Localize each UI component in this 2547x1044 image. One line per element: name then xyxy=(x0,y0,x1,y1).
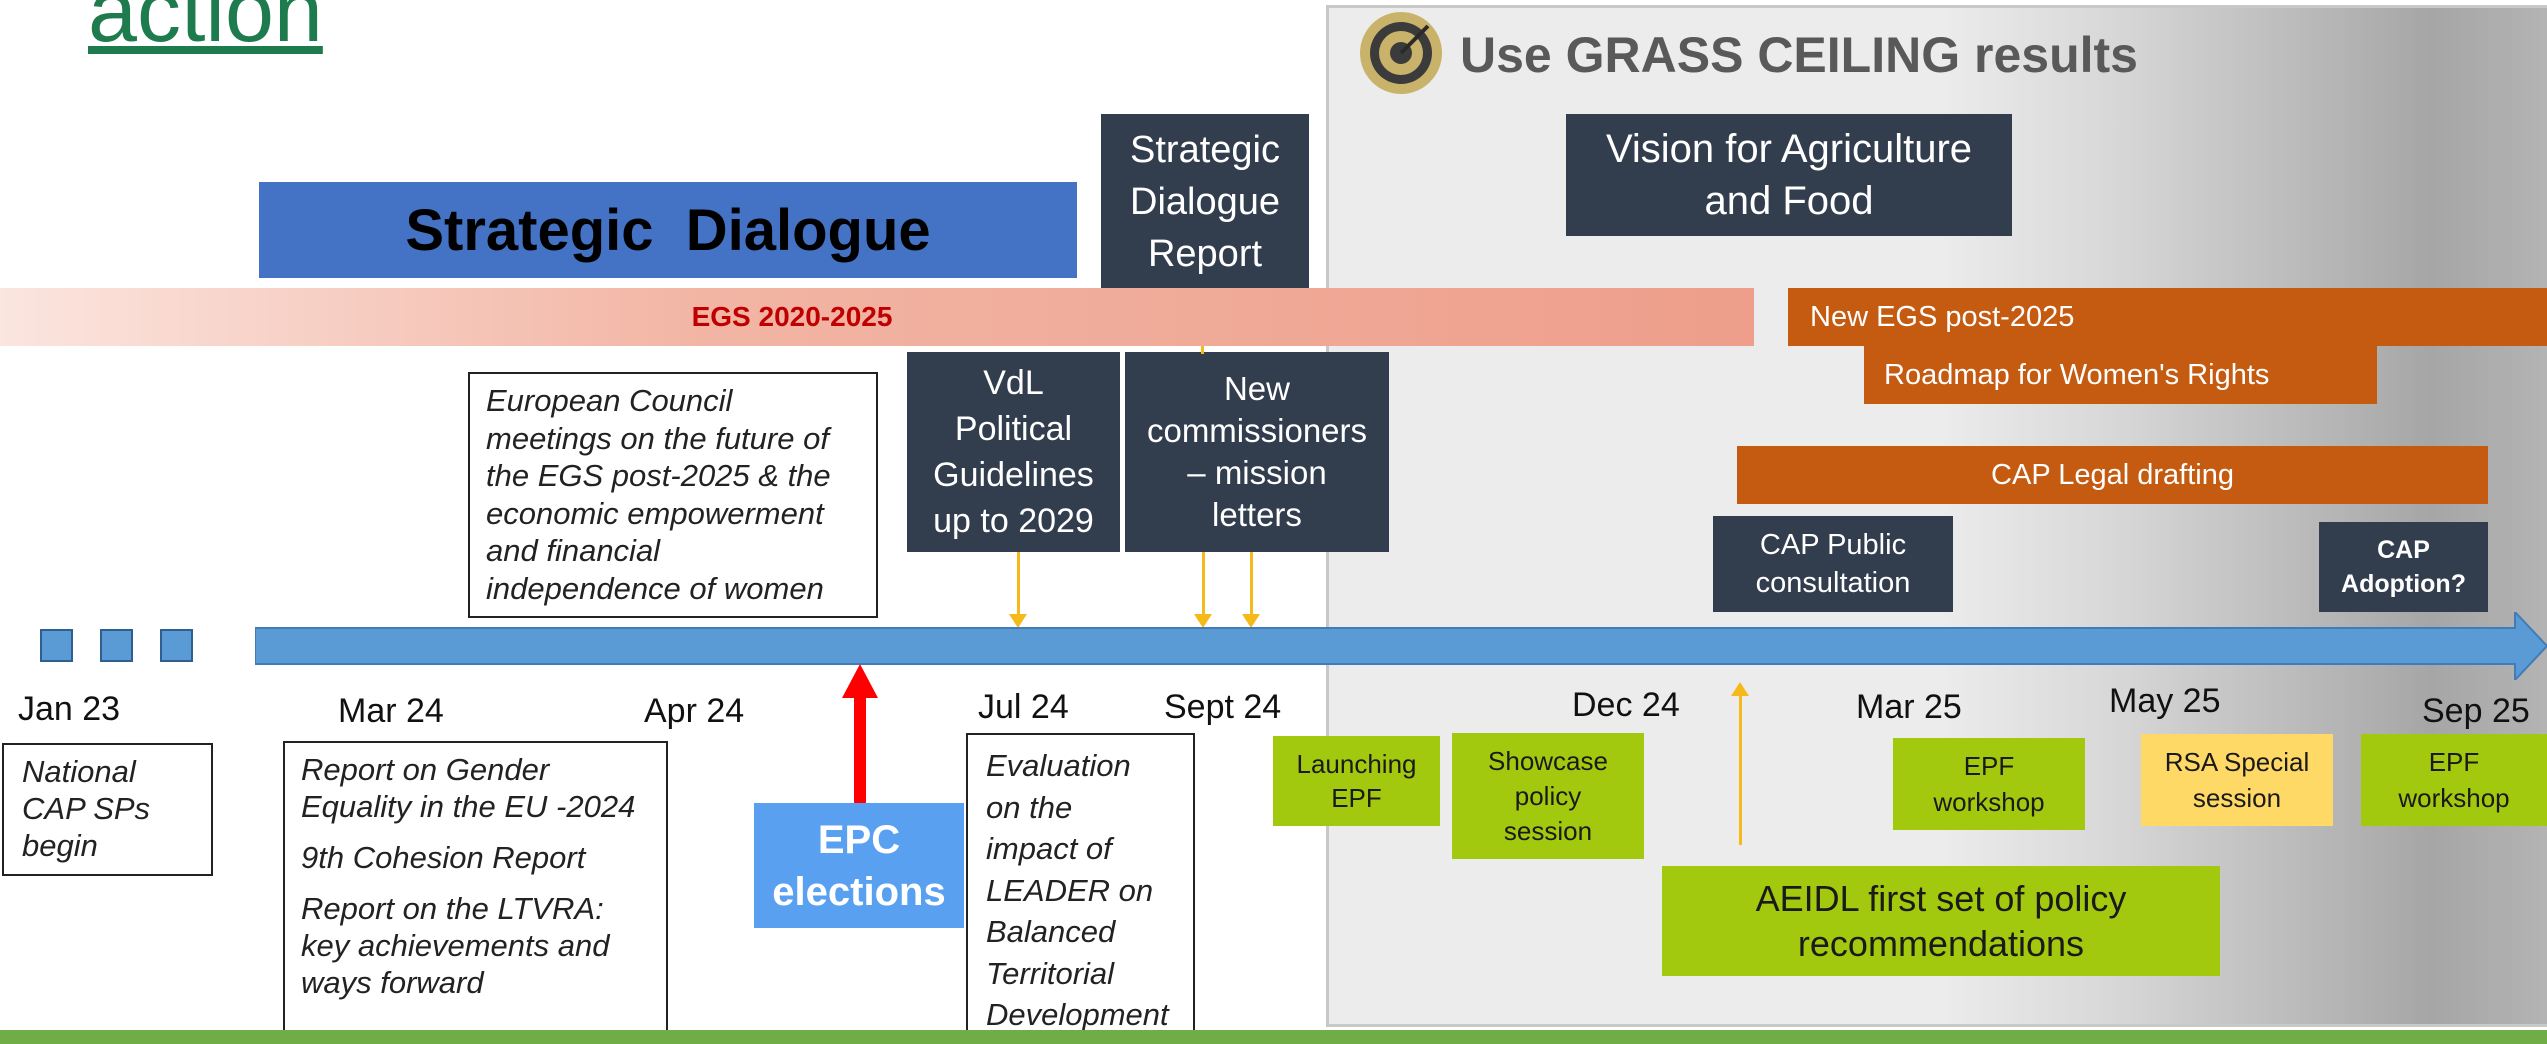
timeline-square xyxy=(100,629,133,662)
connector-line xyxy=(1739,690,1742,845)
cap-public-consultation: CAP Public consultation xyxy=(1713,516,1953,612)
egs-2020-2025-band: EGS 2020-2025 xyxy=(0,288,1754,346)
report-item: 9th Cohesion Report xyxy=(301,840,586,875)
bottom-line xyxy=(0,1030,2547,1044)
connector-line xyxy=(1017,552,1020,622)
timeline-square xyxy=(40,629,73,662)
aeidl-recommendations: AEIDL first set of policy recommendation… xyxy=(1662,866,2220,976)
target-icon xyxy=(1358,10,1444,96)
epf-workshop: EPF workshop xyxy=(2361,734,2547,826)
date-label: Mar 25 xyxy=(1856,688,1962,726)
cap-legal-drafting-bar: CAP Legal drafting xyxy=(1737,446,2488,504)
panel-title: Use GRASS CEILING results xyxy=(1460,27,2138,83)
connector-line xyxy=(1202,552,1205,622)
roadmap-bar: Roadmap for Women's Rights xyxy=(1864,346,2377,404)
date-label: Dec 24 xyxy=(1572,686,1680,724)
evaluation-note: Evaluation on the impact of LEADER on Ba… xyxy=(966,733,1195,1044)
strategic-dialogue-report: Strategic Dialogue Report xyxy=(1101,114,1309,290)
launching-epf: Launching EPF xyxy=(1273,736,1440,826)
date-label: Jul 24 xyxy=(978,688,1069,726)
date-label: Sep 25 xyxy=(2422,692,2530,730)
european-council-note: European Council meetings on the future … xyxy=(468,372,878,618)
date-label: May 25 xyxy=(2109,682,2221,720)
connector-line xyxy=(1250,552,1253,622)
new-egs-label: New EGS post-2025 xyxy=(1810,300,2075,333)
vdl-political-guidelines: VdL Political Guidelines up to 2029 xyxy=(907,352,1120,552)
roadmap-label: Roadmap for Women's Rights xyxy=(1884,358,2270,391)
cap-adoption: CAP Adoption? xyxy=(2319,522,2488,612)
new-egs-bar: New EGS post-2025 xyxy=(1788,288,2547,346)
report-item: Report on the LTVRA: key achievements an… xyxy=(301,891,610,1000)
showcase-policy-session: Showcase policy session xyxy=(1452,733,1644,859)
epc-elections: EPC elections xyxy=(754,803,964,928)
rsa-special-session: RSA Special session xyxy=(2141,734,2333,826)
new-commissioners: New commissioners – mission letters xyxy=(1125,352,1389,552)
epf-workshop: EPF workshop xyxy=(1893,738,2085,830)
timeline-square xyxy=(160,629,193,662)
reports-note: Report on Gender Equality in the EU -202… xyxy=(283,741,668,1044)
page-title: action xyxy=(88,0,323,60)
epc-arrow xyxy=(842,664,878,806)
date-label: Jan 23 xyxy=(18,690,121,728)
timeline-arrow xyxy=(255,612,2547,680)
national-cap-note: National CAP SPs begin xyxy=(2,743,213,876)
date-label: Apr 24 xyxy=(644,692,745,730)
report-item: Report on Gender Equality in the EU -202… xyxy=(301,752,636,824)
date-label: Sept 24 xyxy=(1164,688,1282,726)
strategic-dialogue-bar: Strategic Dialogue xyxy=(259,182,1077,278)
date-label: Mar 24 xyxy=(338,692,444,730)
egs-2020-2025-label: EGS 2020-2025 xyxy=(691,301,893,332)
connector-line xyxy=(1201,346,1204,354)
vision-box: Vision for Agriculture and Food xyxy=(1566,114,2012,236)
